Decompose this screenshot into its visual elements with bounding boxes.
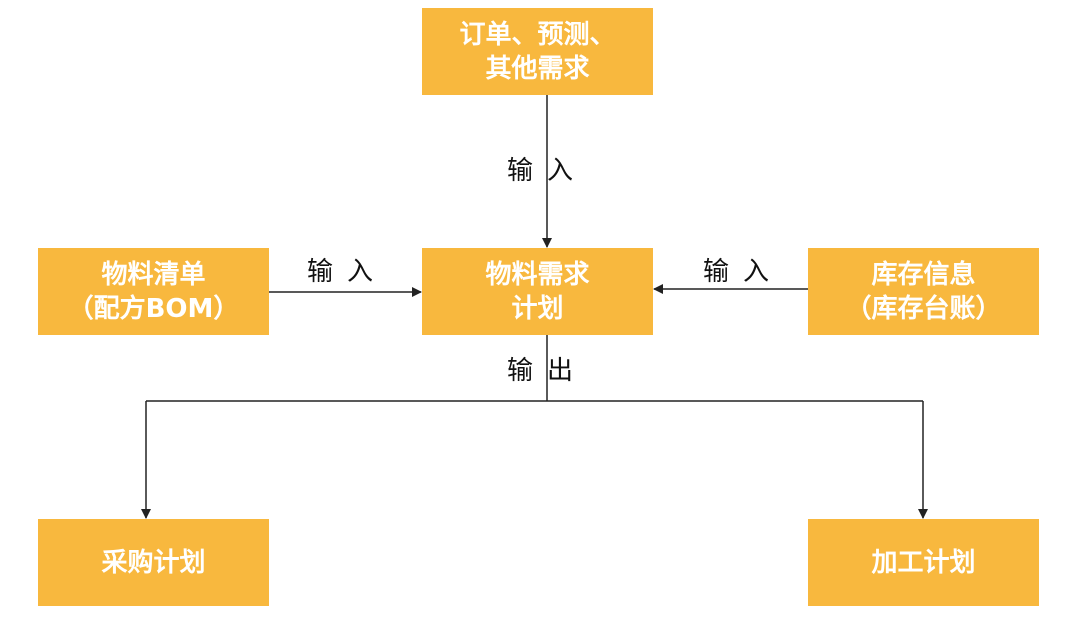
node-demand-input: 订单、预测、 其他需求 xyxy=(422,8,653,95)
edge-label-output: 输出 xyxy=(507,356,588,386)
edge-label-bom-input: 输入 xyxy=(307,257,388,287)
node-bom-line1: 物料清单 xyxy=(101,259,206,290)
node-inventory: 库存信息 （库存台账） xyxy=(808,248,1039,335)
node-mrp: 物料需求 计划 xyxy=(422,248,653,335)
node-purchase-label: 采购计划 xyxy=(101,547,206,578)
node-demand-line2: 其他需求 xyxy=(485,53,590,84)
node-demand-line1: 订单、预测、 xyxy=(459,19,616,50)
node-inventory-line2: （库存台账） xyxy=(845,293,1002,324)
node-bom-line2: （配方BOM） xyxy=(67,293,240,324)
node-inventory-line1: 库存信息 xyxy=(871,259,976,290)
edge-label-inventory-input: 输入 xyxy=(703,257,784,287)
node-bom: 物料清单 （配方BOM） xyxy=(38,248,269,335)
edge-label-demand-input: 输入 xyxy=(507,156,588,186)
node-purchase-plan: 采购计划 xyxy=(38,519,269,606)
node-mrp-line2: 计划 xyxy=(511,293,564,324)
node-processing-label: 加工计划 xyxy=(871,547,976,578)
node-mrp-line1: 物料需求 xyxy=(485,259,590,290)
node-processing-plan: 加工计划 xyxy=(808,519,1039,606)
